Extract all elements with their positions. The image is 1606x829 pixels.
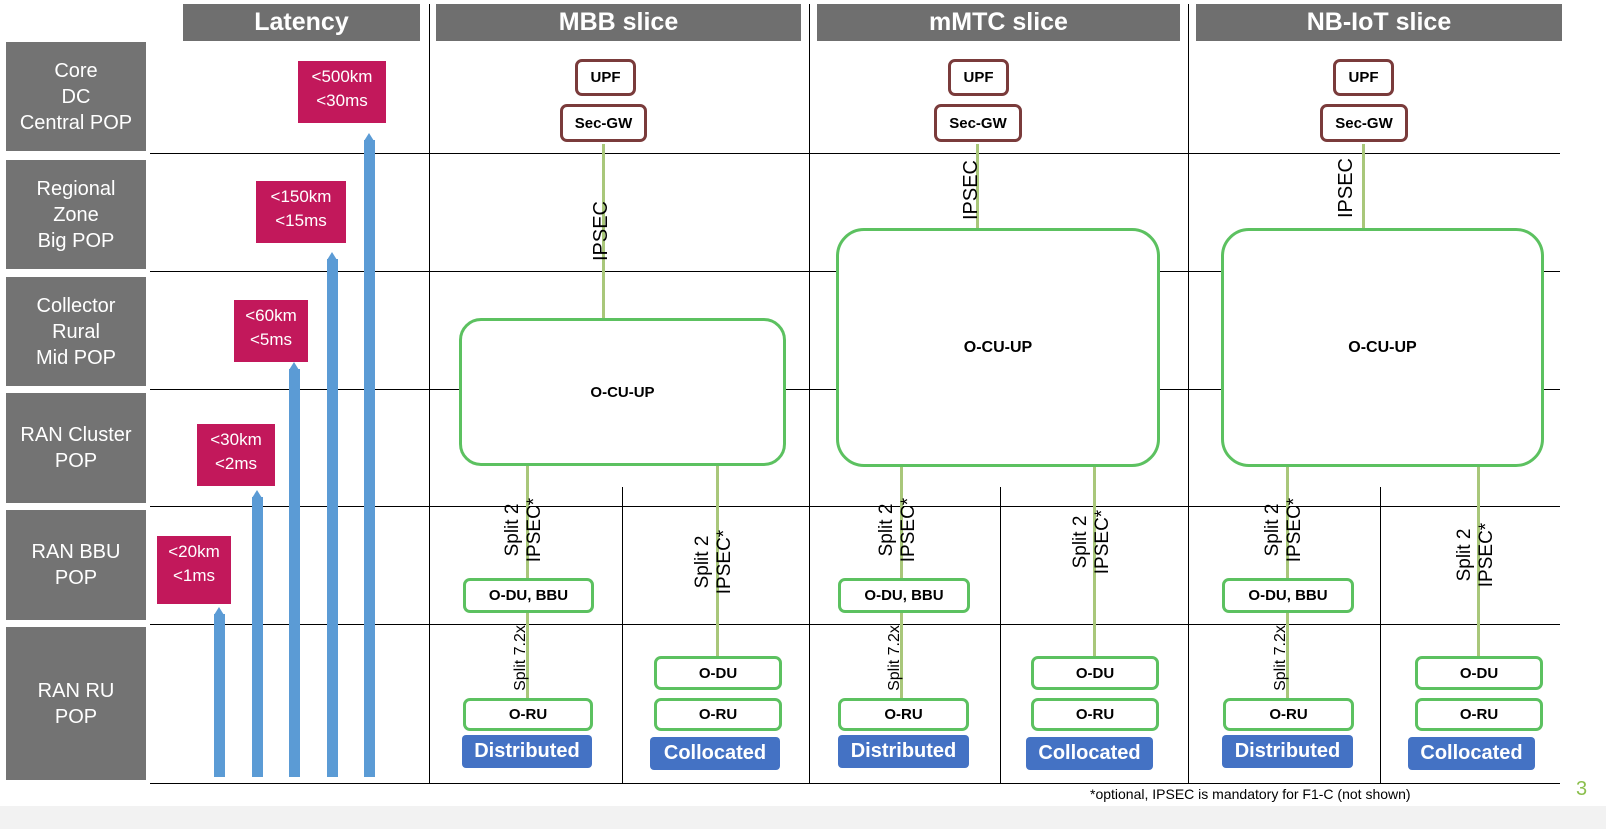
connector-line [716,463,719,660]
connector-line [976,144,979,230]
ipsec-label: IPSEC [590,200,612,262]
collocated-tag: Collocated [1408,737,1535,770]
latency-time: <15ms [275,211,327,230]
split-7-2x-label: Split 7.2x [512,625,529,691]
column-divider [1188,4,1189,783]
header-mbb-slice: MBB slice [436,4,801,41]
sec-gw-box: Sec-GW [1320,104,1408,142]
page-number: 3 [1576,778,1588,800]
latency-bar [214,607,225,777]
latency-time: <5ms [249,330,293,349]
connector-line [1093,463,1096,660]
sec-gw-box: Sec-GW [934,104,1022,142]
sec-gw-box: Sec-GW [560,104,647,142]
split2-ipsec-label: Split 2 IPSEC* [692,529,735,595]
row-label-ran-ru: RAN RU POP [6,627,146,780]
distributed-tag: Distributed [462,735,592,768]
latency-time: <1ms [172,566,216,585]
ipsec-label: IPSEC [1335,157,1357,219]
connector-line [526,463,529,584]
bottom-bar [0,806,1606,829]
latency-bar [252,490,263,777]
connector-line [900,611,903,702]
split2-ipsec-label: Split 2 IPSEC* [502,497,545,563]
row-label-collector: Collector Rural Mid POP [6,277,146,386]
distributed-tag: Distributed [1222,735,1353,768]
row-divider [150,153,1560,154]
o-ru-box: O-RU [1223,698,1354,731]
connector-line [1286,611,1289,702]
column-divider [622,487,623,783]
upf-box: UPF [948,59,1009,96]
header-mmtc-slice: mMTC slice [817,4,1180,41]
latency-label-500km: <500km <30ms [298,61,386,123]
collocated-tag: Collocated [650,737,780,770]
latency-time: <30ms [316,91,368,110]
column-divider [429,4,430,783]
split2-ipsec-label: Split 2 IPSEC* [1070,509,1113,575]
split-7-2x-label: Split 7.2x [1272,625,1289,691]
split2-ipsec-label: Split 2 IPSEC* [1262,497,1305,563]
latency-time: <2ms [214,454,258,473]
latency-bar [289,362,300,777]
latency-distance: <150km [270,187,332,206]
split2-ipsec-label: Split 2 IPSEC* [876,497,919,563]
o-ru-box: O-RU [1415,698,1543,731]
o-cu-up-box: O-CU-UP [836,228,1160,467]
o-du-box: O-DU [1031,656,1159,690]
o-du-box: O-DU [654,656,782,690]
latency-label-150km: <150km <15ms [256,181,346,243]
o-ru-box: O-RU [1031,698,1159,731]
latency-bar [364,133,375,777]
header-latency: Latency [183,4,420,41]
column-divider [1000,487,1001,783]
o-ru-box: O-RU [838,698,969,731]
footnote: *optional, IPSEC is mandatory for F1-C (… [1090,786,1411,802]
latency-label-20km: <20km <1ms [157,536,231,604]
column-divider [809,4,810,783]
o-cu-up-box: O-CU-UP [1221,228,1544,467]
connector-line [1362,144,1365,230]
split-7-2x-label: Split 7.2x [886,625,903,691]
latency-distance: <60km [245,306,297,325]
o-cu-up-box: O-CU-UP [459,318,786,466]
row-label-core: Core DC Central POP [6,42,146,151]
collocated-tag: Collocated [1026,737,1153,770]
o-du-bbu-box: O-DU, BBU [1222,578,1354,613]
connector-line [1477,463,1480,660]
latency-bar [327,252,338,777]
connector-line [526,611,529,702]
row-label-ran-bbu: RAN BBU POP [6,510,146,620]
upf-box: UPF [575,59,636,96]
split2-ipsec-label: Split 2 IPSEC* [1454,522,1497,588]
header-nbiot-slice: NB-IoT slice [1196,4,1562,41]
latency-distance: <20km [168,542,220,561]
column-divider [1380,487,1381,783]
o-du-box: O-DU [1415,656,1543,690]
connector-line [1286,463,1289,584]
row-divider [150,624,1560,625]
o-ru-box: O-RU [463,698,593,731]
latency-label-30km: <30km <2ms [197,424,275,486]
row-label-regional: Regional Zone Big POP [6,160,146,269]
row-divider [150,506,1560,507]
upf-box: UPF [1333,59,1394,96]
connector-line [900,463,903,584]
distributed-tag: Distributed [838,735,969,768]
latency-distance: <500km [311,67,373,86]
connector-line [602,144,605,320]
latency-distance: <30km [210,430,262,449]
o-ru-box: O-RU [654,698,782,731]
row-divider [150,783,1560,784]
row-label-ran-cluster: RAN Cluster POP [6,393,146,503]
o-du-bbu-box: O-DU, BBU [463,578,594,613]
o-du-bbu-box: O-DU, BBU [838,578,970,613]
latency-label-60km: <60km <5ms [234,300,308,362]
